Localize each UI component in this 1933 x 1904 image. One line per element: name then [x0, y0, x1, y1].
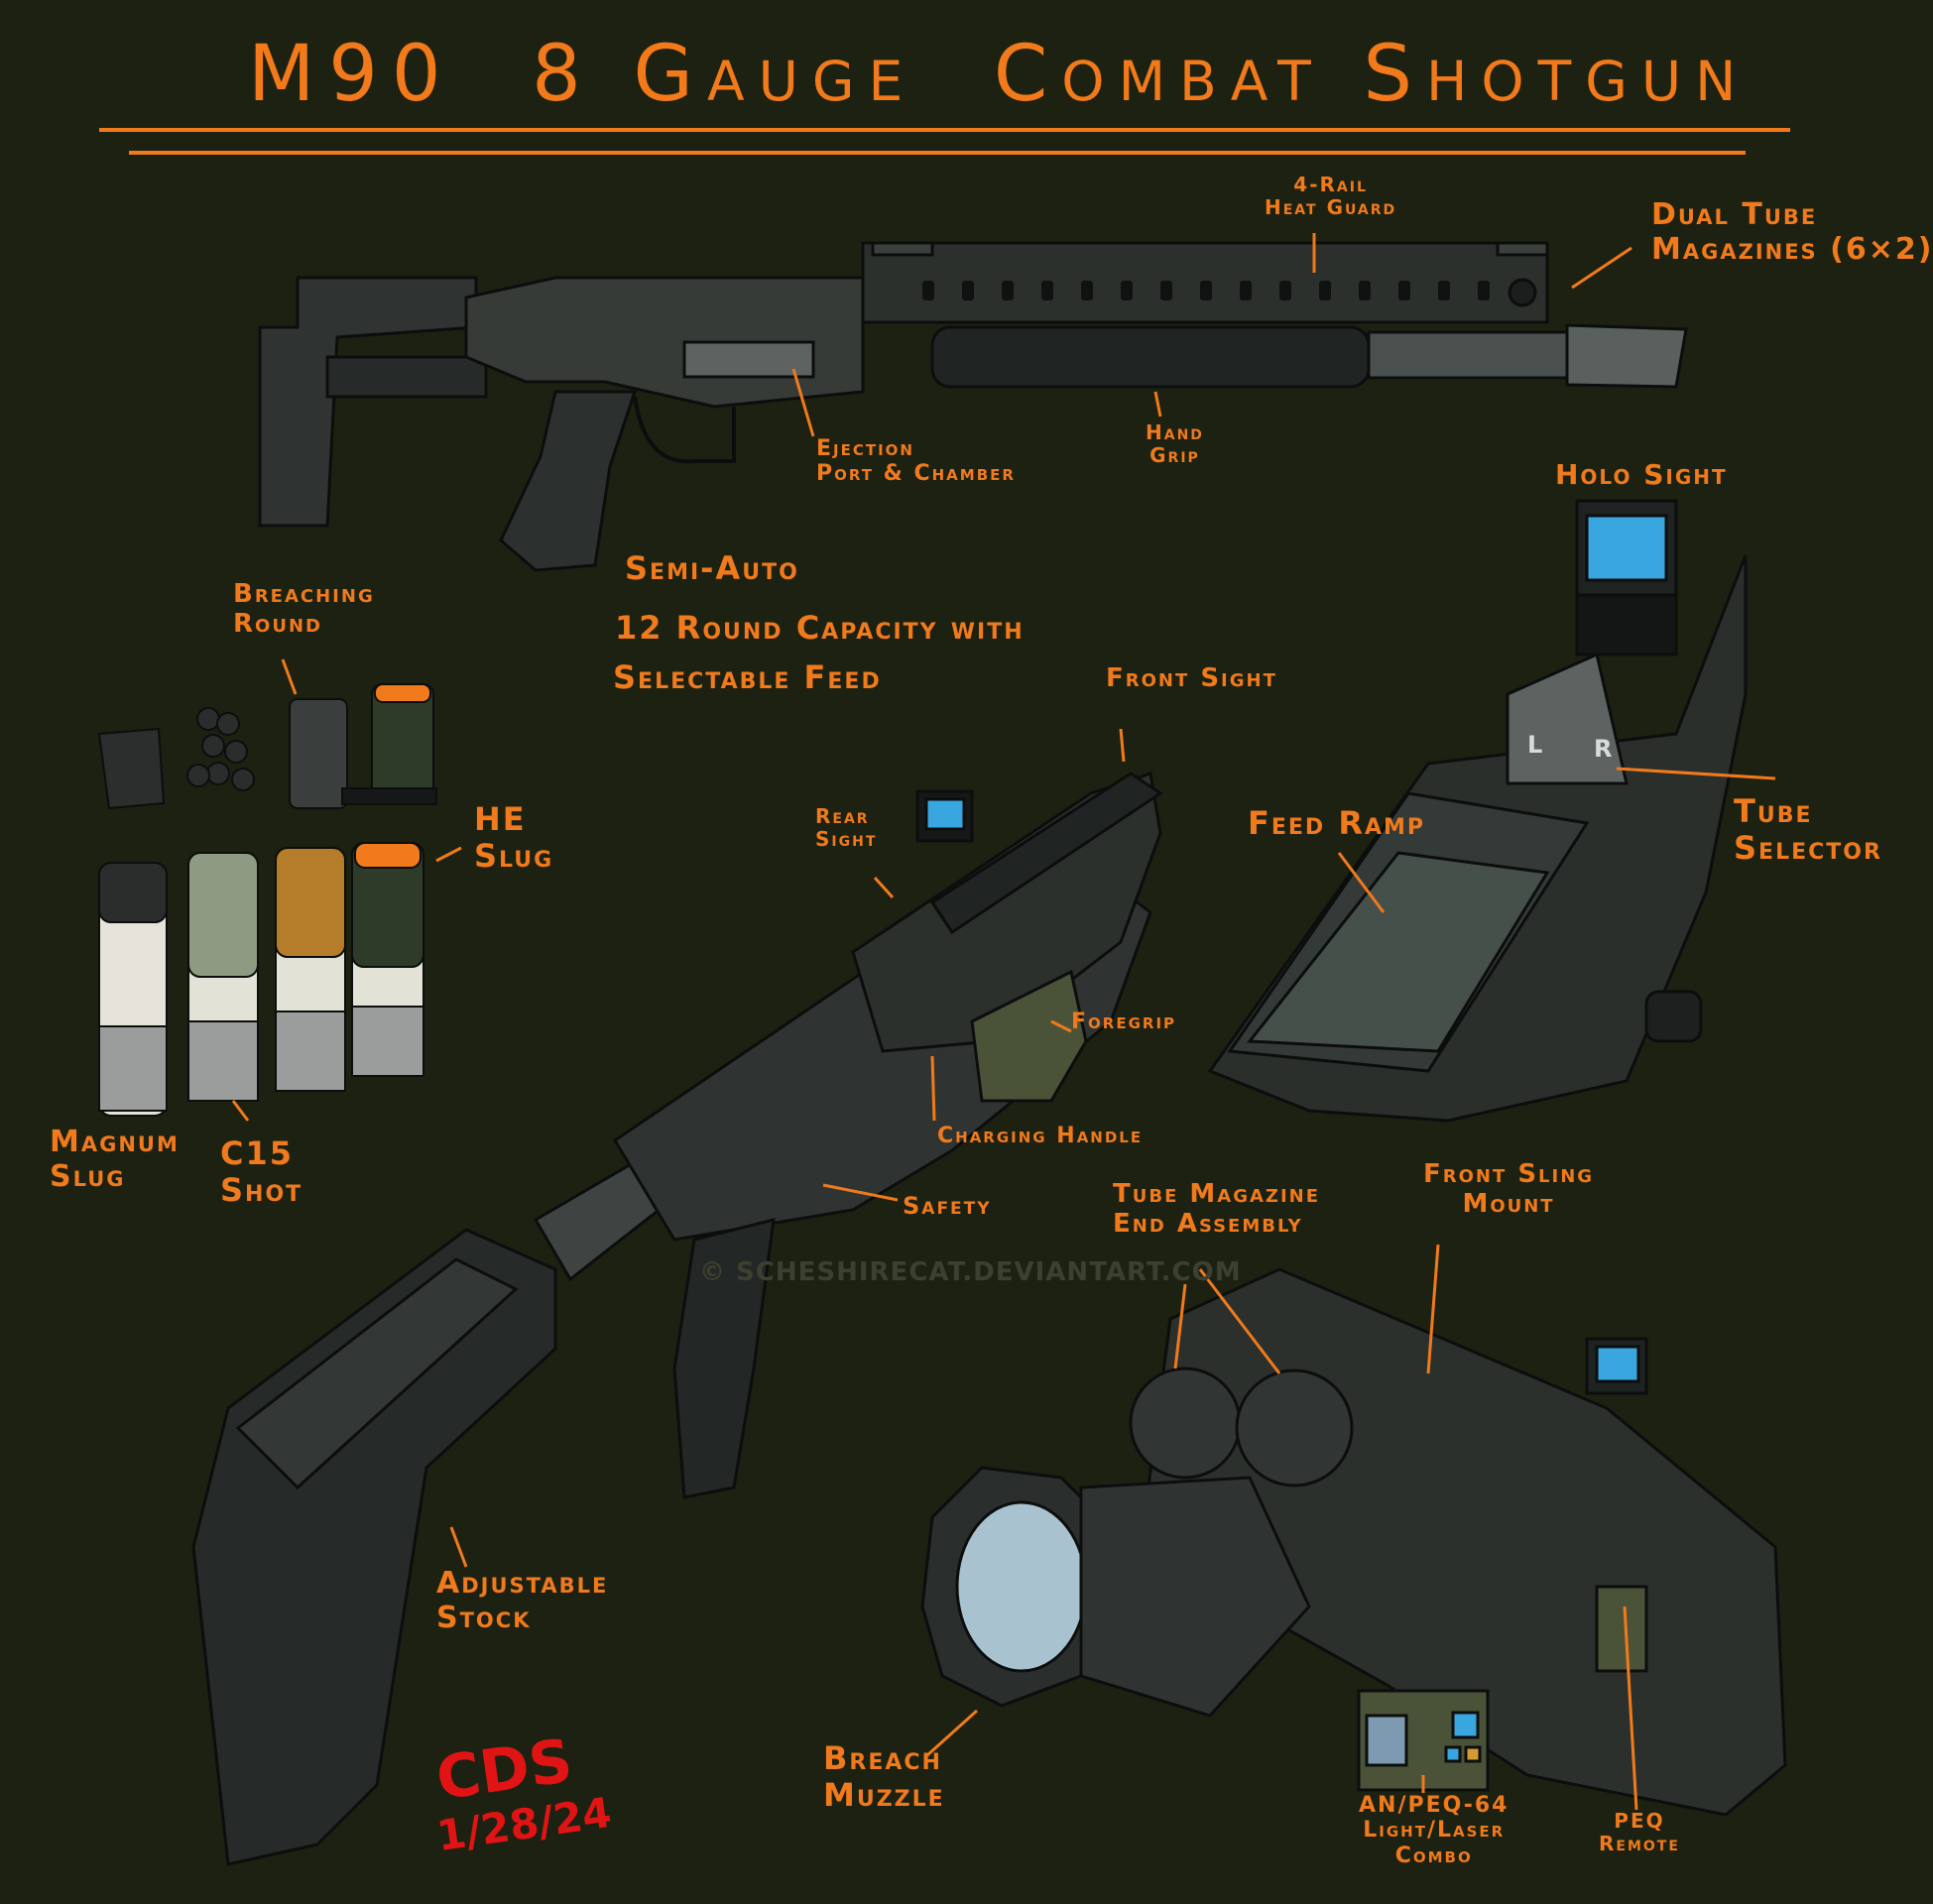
shotgun-top-closeup: [1207, 499, 1748, 1123]
label-charging-handle: Charging Handle: [937, 1124, 1144, 1148]
label-front-sight: Front Sight: [1106, 663, 1277, 693]
label-feed-ramp: Feed Ramp: [1248, 804, 1426, 842]
label-front-sling-mount: Front Sling Mount: [1423, 1159, 1595, 1219]
shell-breaching-heads: [97, 683, 437, 810]
label-he-slug: HE Slug: [474, 800, 554, 875]
label-ejection-port: Ejection Port & Chamber: [816, 436, 1016, 487]
leader-lines: [231, 233, 1776, 1811]
label-peq-remote: PEQ Remote: [1599, 1809, 1680, 1855]
shotgun-perspective-view: [191, 772, 1163, 1866]
label-hand-grip: Hand Grip: [1146, 420, 1204, 467]
label-c15-shot: C15 Shot: [220, 1134, 303, 1209]
shell-rounds: [98, 842, 424, 1117]
label-tube-selector: Tube Selector: [1734, 792, 1882, 867]
spec-feed: Selectable Feed: [613, 658, 882, 696]
shotgun-side-view: [258, 241, 1688, 572]
label-rear-sight: Rear Sight: [815, 804, 878, 851]
label-dual-tube-magazines: Dual Tube Magazines (6×2): [1651, 197, 1933, 267]
label-safety: Safety: [903, 1192, 992, 1220]
label-magnum-slug: Magnum Slug: [50, 1125, 180, 1194]
page-title: M90 8 Gauge Combat Shotgun: [248, 30, 1751, 119]
rail-slots: [922, 281, 1490, 300]
label-anpeq-combo: AN/PEQ-64 Light/Laser Combo: [1359, 1793, 1510, 1868]
label-foregrip: Foregrip: [1071, 1010, 1177, 1034]
spec-semi-auto: Semi-Auto: [625, 549, 799, 587]
label-tube-magazine-end: Tube Magazine End Assembly: [1113, 1179, 1321, 1239]
watermark: © SCHESHIRECAT.DEVIANTART.COM: [699, 1257, 1242, 1287]
shotgun-muzzle-closeup: [920, 1267, 1787, 1817]
spec-capacity: 12 Round Capacity with: [615, 609, 1025, 647]
selector-right-letter: R: [1594, 735, 1613, 763]
label-breaching-round: Breaching Round: [233, 579, 375, 639]
label-breach-muzzle: Breach Muzzle: [823, 1739, 945, 1814]
label-rail-heat-guard: 4-Rail Heat Guard: [1265, 173, 1397, 219]
selector-left-letter: L: [1527, 731, 1543, 759]
label-adjustable-stock: Adjustable Stock: [436, 1566, 609, 1635]
label-holo-sight: Holo Sight: [1555, 458, 1728, 491]
